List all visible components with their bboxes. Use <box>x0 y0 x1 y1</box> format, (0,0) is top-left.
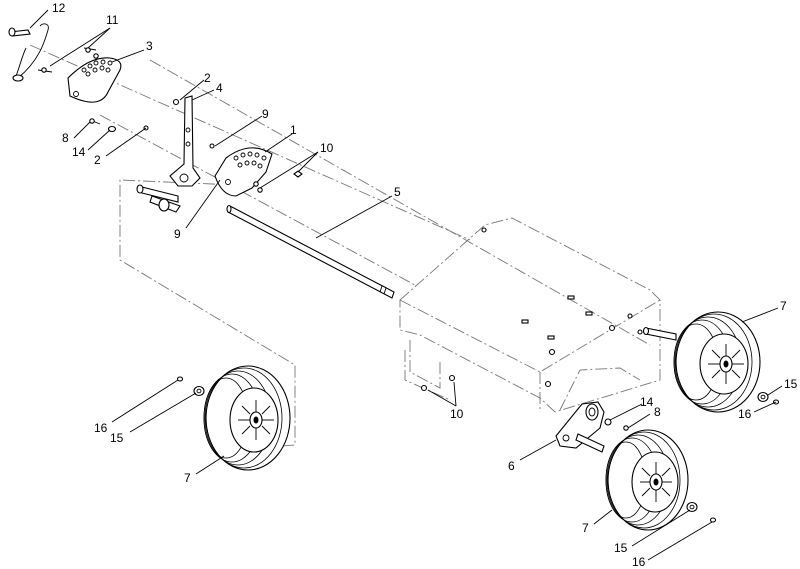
part-7-wheel-left <box>203 365 291 471</box>
part-7-wheel-bottom <box>605 429 689 531</box>
callout-15: 15 <box>110 431 124 445</box>
callout-15: 15 <box>614 541 628 555</box>
part-5-axle-rod <box>226 204 395 299</box>
callout-16: 16 <box>94 421 108 435</box>
callout-12: 12 <box>52 1 66 15</box>
leader-lines <box>29 9 783 561</box>
callout-14: 14 <box>72 145 86 159</box>
callout-10: 10 <box>450 407 464 421</box>
part-12-lanyard-pin <box>8 23 49 82</box>
center-housing <box>399 217 661 413</box>
callout-6: 6 <box>508 459 515 473</box>
callout-8: 8 <box>62 131 69 145</box>
callout-14: 14 <box>640 395 654 409</box>
callout-16: 16 <box>738 407 752 421</box>
callout-2: 2 <box>94 153 101 167</box>
callout-labels: 12 11 3 2 4 9 1 8 14 2 10 9 5 7 15 16 16… <box>52 1 798 569</box>
callout-4: 4 <box>216 81 223 95</box>
callout-11: 11 <box>106 13 119 27</box>
callout-5: 5 <box>394 185 401 199</box>
phantom-lines <box>29 44 651 451</box>
callout-16: 16 <box>632 555 646 569</box>
callout-10: 10 <box>320 141 334 155</box>
callout-7: 7 <box>582 521 589 535</box>
callout-15: 15 <box>784 377 798 391</box>
callout-9: 9 <box>262 107 269 121</box>
part-11-screws <box>37 47 99 73</box>
washers-and-clips <box>176 376 780 523</box>
callout-8: 8 <box>654 405 661 419</box>
callout-3: 3 <box>146 39 153 53</box>
callout-9: 9 <box>174 227 181 241</box>
part-4-arm-lever <box>136 95 201 213</box>
part-1-right-index-plate <box>209 143 303 197</box>
callout-7: 7 <box>184 471 191 485</box>
part-6-axle-bracket <box>555 401 629 453</box>
part-7-wheel-right <box>642 311 761 413</box>
callout-7: 7 <box>780 299 787 313</box>
left-hardware-8-14-2 <box>89 98 180 133</box>
callout-2: 2 <box>204 71 211 85</box>
part-3-left-index-plate <box>67 57 122 103</box>
callout-1: 1 <box>290 123 297 137</box>
